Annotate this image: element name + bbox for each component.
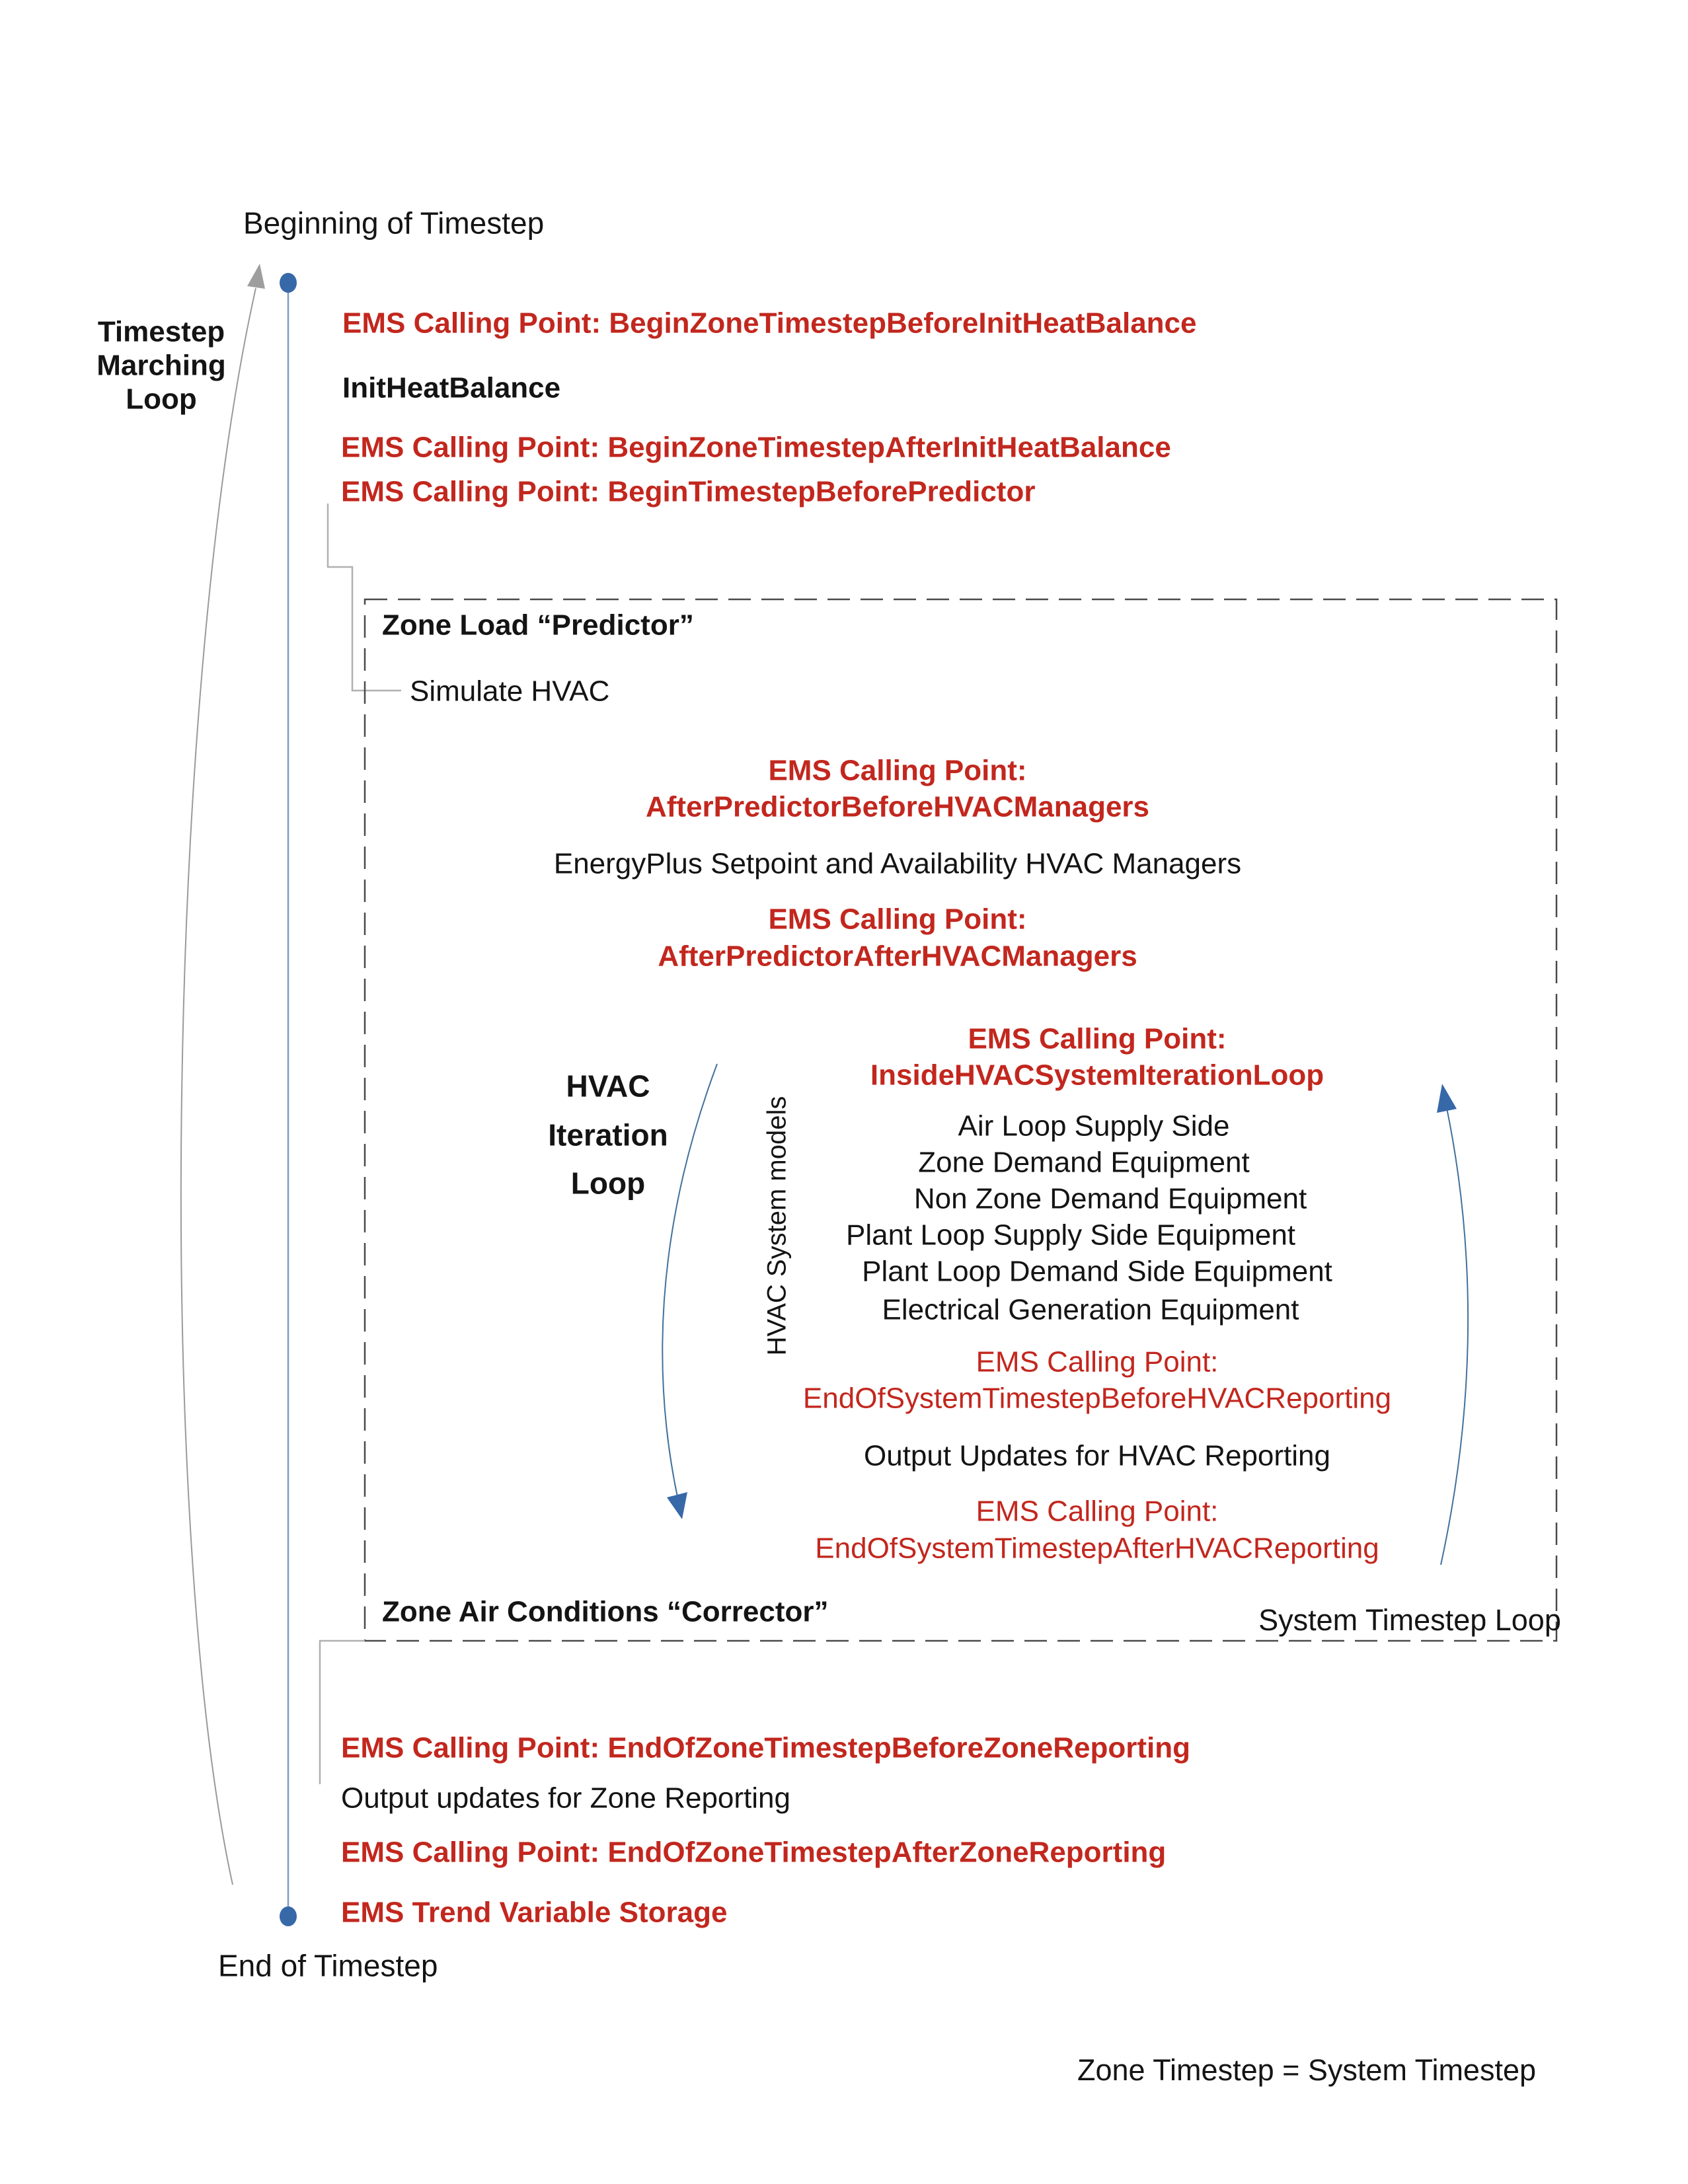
equipment-item-plant-supply: Plant Loop Supply Side Equipment bbox=[845, 1219, 1296, 1252]
cp-after-predictor-before-line1: EMS Calling Point: bbox=[768, 754, 1027, 787]
cp-end-system-before-line1: EMS Calling Point: bbox=[976, 1345, 1219, 1378]
equipment-item-non-zone-demand: Non Zone Demand Equipment bbox=[913, 1182, 1307, 1215]
output-updates-hvac-label: Output Updates for HVAC Reporting bbox=[864, 1439, 1330, 1472]
cp-begin-before-init: EMS Calling Point: BeginZoneTimestepBefo… bbox=[342, 307, 1197, 340]
up-arrowhead-icon bbox=[247, 264, 265, 289]
end-of-timestep-label: End of Timestep bbox=[218, 1948, 438, 1983]
cp-after-predictor-before-line2: AfterPredictorBeforeHVACManagers bbox=[645, 790, 1150, 823]
hvac-iteration-loop-label: HVAC Iteration Loop bbox=[548, 1069, 668, 1201]
equipment-item-plant-demand: Plant Loop Demand Side Equipment bbox=[862, 1255, 1332, 1288]
system-timestep-loop-label: System Timestep Loop bbox=[1258, 1603, 1561, 1638]
equipment-item-air-loop: Air Loop Supply Side bbox=[958, 1110, 1230, 1143]
equipment-item-electrical: Electrical Generation Equipment bbox=[882, 1293, 1299, 1326]
system-loop-return-arc bbox=[1440, 1104, 1469, 1565]
zone-air-corrector-label: Zone Air Conditions “Corrector” bbox=[382, 1595, 829, 1628]
hvac-iteration-arc bbox=[662, 1063, 718, 1501]
simulate-hvac-label: Simulate HVAC bbox=[410, 675, 610, 708]
cp-after-predictor-after-line2: AfterPredictorAfterHVACManagers bbox=[658, 940, 1137, 973]
predictor-connector-bracket bbox=[326, 504, 401, 692]
cp-after-predictor-after-line1: EMS Calling Point: bbox=[768, 903, 1027, 936]
cp-end-zone-before-reporting: EMS Calling Point: EndOfZoneTimestepBefo… bbox=[341, 1731, 1191, 1764]
cp-end-system-after-line2: EndOfSystemTimestepAfterHVACReporting bbox=[815, 1532, 1379, 1565]
init-heat-balance-label: InitHeatBalance bbox=[342, 371, 561, 404]
end-timestep-node-icon bbox=[280, 1906, 297, 1926]
zone-load-predictor-label: Zone Load “Predictor” bbox=[382, 609, 694, 642]
hvac-system-models-label: HVAC System models bbox=[762, 1096, 792, 1356]
output-updates-zone-label: Output updates for Zone Reporting bbox=[341, 1782, 790, 1815]
timestep-marching-loop-label: Timestep Marching Loop bbox=[96, 315, 226, 416]
system-timestep-box-border bbox=[364, 598, 1558, 1642]
cp-inside-iteration-line2: InsideHVACSystemIterationLoop bbox=[870, 1059, 1324, 1092]
cp-end-zone-after-reporting: EMS Calling Point: EndOfZoneTimestepAfte… bbox=[341, 1836, 1167, 1869]
begin-timestep-node-icon bbox=[280, 273, 297, 293]
cp-begin-before-predictor: EMS Calling Point: BeginTimestepBeforePr… bbox=[341, 475, 1036, 508]
ems-trend-storage-label: EMS Trend Variable Storage bbox=[341, 1896, 728, 1929]
timestep-marching-arc bbox=[180, 287, 256, 1885]
up-return-arrowhead-icon bbox=[1437, 1084, 1457, 1113]
hvac-managers-label: EnergyPlus Setpoint and Availability HVA… bbox=[553, 847, 1242, 880]
cp-begin-after-init: EMS Calling Point: BeginZoneTimestepAfte… bbox=[341, 431, 1171, 464]
beginning-of-timestep-label: Beginning of Timestep bbox=[243, 206, 545, 241]
corrector-connector-bracket bbox=[319, 1639, 365, 1784]
down-arrowhead-icon bbox=[667, 1492, 687, 1519]
equipment-item-zone-demand: Zone Demand Equipment bbox=[918, 1146, 1250, 1179]
cp-end-system-before-line2: EndOfSystemTimestepBeforeHVACReporting bbox=[802, 1382, 1392, 1415]
cp-end-system-after-line1: EMS Calling Point: bbox=[976, 1495, 1219, 1528]
zone-timestep-note: Zone Timestep = System Timestep bbox=[1077, 2053, 1537, 2088]
cp-inside-iteration-line1: EMS Calling Point: bbox=[968, 1022, 1227, 1055]
